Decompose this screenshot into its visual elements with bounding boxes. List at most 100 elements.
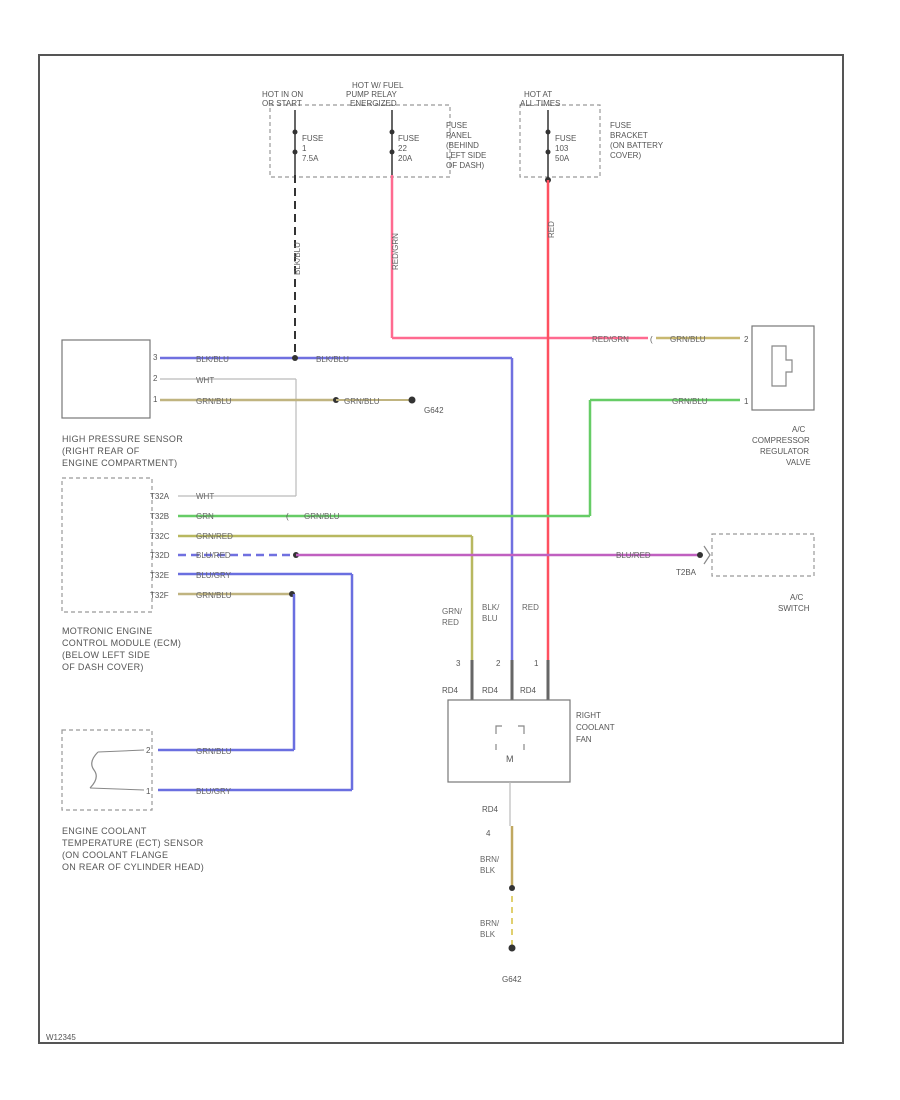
svg-text:2: 2 bbox=[153, 374, 158, 383]
motor-symbol: M bbox=[506, 754, 514, 764]
fuse-panel-l4: LEFT SIDE bbox=[446, 151, 486, 160]
svg-text:3: 3 bbox=[153, 353, 158, 362]
fan-l2: COOLANT bbox=[576, 723, 615, 732]
splice-blk-blu bbox=[292, 355, 298, 361]
ect-l3: (ON COOLANT FLANGE bbox=[62, 850, 168, 860]
label-grn-blu-b: GRN/BLU bbox=[196, 397, 232, 406]
fuse-panel-l5: OF DASH) bbox=[446, 161, 485, 170]
fuse-1-bottom-dot bbox=[292, 149, 298, 155]
hot-run-start-l2: OR START bbox=[262, 99, 302, 108]
ecm-pin-1: T32A bbox=[150, 492, 170, 501]
fuse-panel-box bbox=[269, 104, 451, 178]
svg-text:2: 2 bbox=[496, 659, 501, 668]
fan-pin-1: RD4 bbox=[442, 686, 459, 695]
fuse-103-l3: 50A bbox=[555, 154, 570, 163]
label-grn-blu-d: GRN/BLU bbox=[672, 397, 708, 406]
fuse-22-top-dot bbox=[389, 129, 395, 135]
svg-text:(: ( bbox=[286, 512, 289, 521]
fuse-103-bottom-dot bbox=[545, 149, 551, 155]
ecm-pin-6: T32F bbox=[150, 591, 169, 600]
hot-run-start-l1: HOT IN ON bbox=[262, 90, 303, 99]
fuse-22-bottom-dot bbox=[389, 149, 395, 155]
label-grn-red-v-2: RED bbox=[442, 618, 459, 627]
ac-valve-symbol bbox=[771, 345, 793, 387]
label-red-vertical: RED bbox=[547, 221, 556, 238]
ac-valve-l4: VALVE bbox=[786, 458, 811, 467]
fan-l3: FAN bbox=[576, 735, 592, 744]
ground-label-2: G642 bbox=[502, 975, 522, 984]
label-brn-blk-1b: BLK bbox=[480, 866, 496, 875]
ecm-pin-2: T32B bbox=[150, 512, 169, 521]
hot-fuel-l2: PUMP RELAY bbox=[346, 90, 397, 99]
ac-valve-l2: COMPRESSOR bbox=[752, 436, 810, 445]
hot-fuel-l1: HOT W/ FUEL bbox=[352, 81, 404, 90]
fuse-bracket-l3: (ON BATTERY bbox=[610, 141, 664, 150]
label-grn-blu-ect: GRN/BLU bbox=[196, 747, 232, 756]
svg-text:4: 4 bbox=[486, 829, 491, 838]
fuse-bracket-box bbox=[519, 104, 601, 178]
ect-l2: TEMPERATURE (ECT) SENSOR bbox=[62, 838, 204, 848]
label-red-grn-vertical: RED/GRN bbox=[391, 233, 400, 270]
label-blk-blu-v-2: BLU bbox=[482, 614, 498, 623]
fuse-bracket-l4: COVER) bbox=[610, 151, 641, 160]
label-wht: WHT bbox=[196, 376, 214, 385]
ect-l1: ENGINE COOLANT bbox=[62, 826, 147, 836]
fuse-bracket-l1: FUSE bbox=[610, 121, 631, 130]
ac-switch-symbol bbox=[703, 545, 711, 565]
ac-switch-l1: A/C bbox=[790, 593, 804, 602]
fuse-bracket-l2: BRACKET bbox=[610, 131, 648, 140]
fuse-panel-l3: (BEHIND bbox=[446, 141, 479, 150]
fuse-1-l2: 1 bbox=[302, 144, 307, 153]
label-red-v: RED bbox=[522, 603, 539, 612]
svg-text:1: 1 bbox=[534, 659, 539, 668]
diagram-id: W12345 bbox=[46, 1033, 76, 1042]
label-red-grn-h: RED/GRN bbox=[592, 335, 629, 344]
ecm-pin-3: T32C bbox=[150, 532, 170, 541]
coolant-fan-box bbox=[447, 699, 571, 783]
label-grn-blu-f: GRN/BLU bbox=[196, 591, 232, 600]
ac-switch-pin: T2BA bbox=[676, 568, 697, 577]
ect-thermistor-icon bbox=[89, 751, 99, 789]
svg-text:1: 1 bbox=[153, 395, 158, 404]
label-blk-blu-vertical: BLK/BLU bbox=[293, 242, 302, 275]
fan-motor-icon bbox=[495, 725, 525, 750]
ect-sensor-box bbox=[61, 729, 153, 811]
fuse-103-top-dot bbox=[545, 129, 551, 135]
fuse-1-top-dot bbox=[292, 129, 298, 135]
svg-text:2: 2 bbox=[146, 746, 151, 755]
ecm-l1: MOTRONIC ENGINE bbox=[62, 626, 153, 636]
fuse-103-l1: FUSE bbox=[555, 134, 576, 143]
ecm-pin-5: T32E bbox=[150, 571, 169, 580]
ecm-l2: CONTROL MODULE (ECM) bbox=[62, 638, 181, 648]
label-grn-blu-e: GRN/BLU bbox=[304, 512, 340, 521]
label-grn-blu-c: GRN/BLU bbox=[344, 397, 380, 406]
ecm-pin-4: T32D bbox=[150, 551, 170, 560]
label-blk-blu-v-1: BLK/ bbox=[482, 603, 500, 612]
label-brn-blk-2b: BLK bbox=[480, 930, 496, 939]
hot-fuel-l3: ENERGIZED bbox=[350, 99, 397, 108]
label-blu-red-2: BLU/RED bbox=[616, 551, 651, 560]
hp-sensor-l3: ENGINE COMPARTMENT) bbox=[62, 458, 177, 468]
ac-valve-box bbox=[751, 325, 815, 411]
ecm-l3: (BELOW LEFT SIDE bbox=[62, 650, 150, 660]
label-blu-gry: BLU/GRY bbox=[196, 571, 232, 580]
svg-text:2: 2 bbox=[744, 335, 749, 344]
ground-label-1: G642 bbox=[424, 406, 444, 415]
ac-valve-l1: A/C bbox=[792, 425, 806, 434]
label-grn-blu-a: GRN/BLU bbox=[670, 335, 706, 344]
hp-sensor-l2: (RIGHT REAR OF bbox=[62, 446, 140, 456]
hot-at-all-l1: HOT AT bbox=[524, 90, 552, 99]
fuse-22-l2: 22 bbox=[398, 144, 407, 153]
label-grn-red: GRN/RED bbox=[196, 532, 233, 541]
fuse-103-l2: 103 bbox=[555, 144, 569, 153]
fan-pin-2: RD4 bbox=[482, 686, 499, 695]
ac-switch-box bbox=[711, 533, 815, 577]
fan-pin-3: RD4 bbox=[520, 686, 537, 695]
ecm-box bbox=[61, 477, 153, 613]
high-pressure-sensor-box bbox=[61, 339, 151, 419]
fuse-panel-l2: PANEL bbox=[446, 131, 472, 140]
fuse-22-l1: FUSE bbox=[398, 134, 419, 143]
svg-text:1: 1 bbox=[744, 397, 749, 406]
ac-valve-l3: REGULATOR bbox=[760, 447, 809, 456]
